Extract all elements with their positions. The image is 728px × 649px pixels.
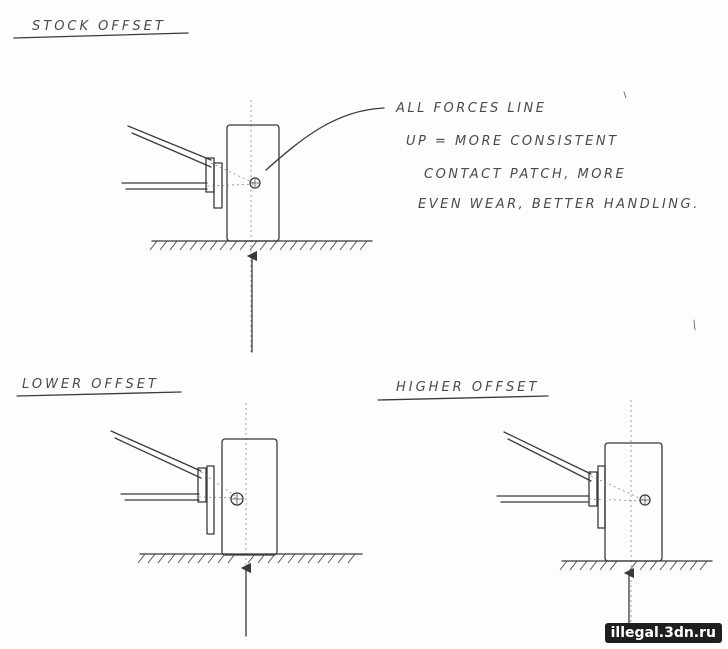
annotation-leader-line	[265, 107, 385, 171]
lower-hub-plate	[206, 465, 215, 535]
stock-hub-center	[249, 177, 261, 189]
annotation-line-4: EVEN WEAR, BETTER HANDLING.	[418, 197, 700, 212]
heading-lower-offset: LOWER OFFSET	[22, 377, 159, 392]
heading-stock-offset: STOCK OFFSET	[32, 19, 166, 34]
higher-offset-diagram	[496, 400, 713, 641]
annotation-line-3: CONTACT PATCH, MORE	[424, 167, 626, 182]
higher-upper-arm	[503, 431, 592, 475]
annotation-line-2: UP = MORE CONSISTENT	[406, 134, 619, 149]
lower-hub-center	[230, 492, 244, 506]
lower-ground-hatching	[137, 553, 356, 564]
stock-ground-hatching	[149, 240, 368, 251]
watermark-label: illegal.3dn.ru	[604, 623, 722, 643]
lower-tire	[221, 438, 278, 556]
heading-higher-offset: HIGHER OFFSET	[396, 380, 539, 395]
higher-hub-center	[639, 494, 651, 506]
lower-upper-arm	[110, 430, 202, 472]
lower-knuckle	[197, 467, 207, 503]
higher-knuckle	[588, 471, 598, 507]
higher-ground-hatching	[559, 560, 708, 571]
heading-stock-underline	[13, 32, 189, 39]
heading-lower-underline	[16, 391, 182, 397]
higher-hub-plate	[597, 465, 606, 529]
stray-mark-2	[693, 319, 696, 331]
stray-mark	[623, 91, 627, 99]
lower-offset-diagram	[110, 403, 363, 638]
stock-knuckle	[205, 157, 215, 193]
higher-tire	[604, 442, 663, 562]
annotation-line-1: ALL FORCES LINE	[395, 101, 546, 116]
annotation-note: ALL FORCES LINE UP = MORE CONSISTENT CON…	[395, 101, 700, 212]
stock-offset-diagram	[121, 100, 373, 355]
heading-higher-underline	[377, 395, 549, 401]
stock-upper-arm	[127, 125, 212, 161]
